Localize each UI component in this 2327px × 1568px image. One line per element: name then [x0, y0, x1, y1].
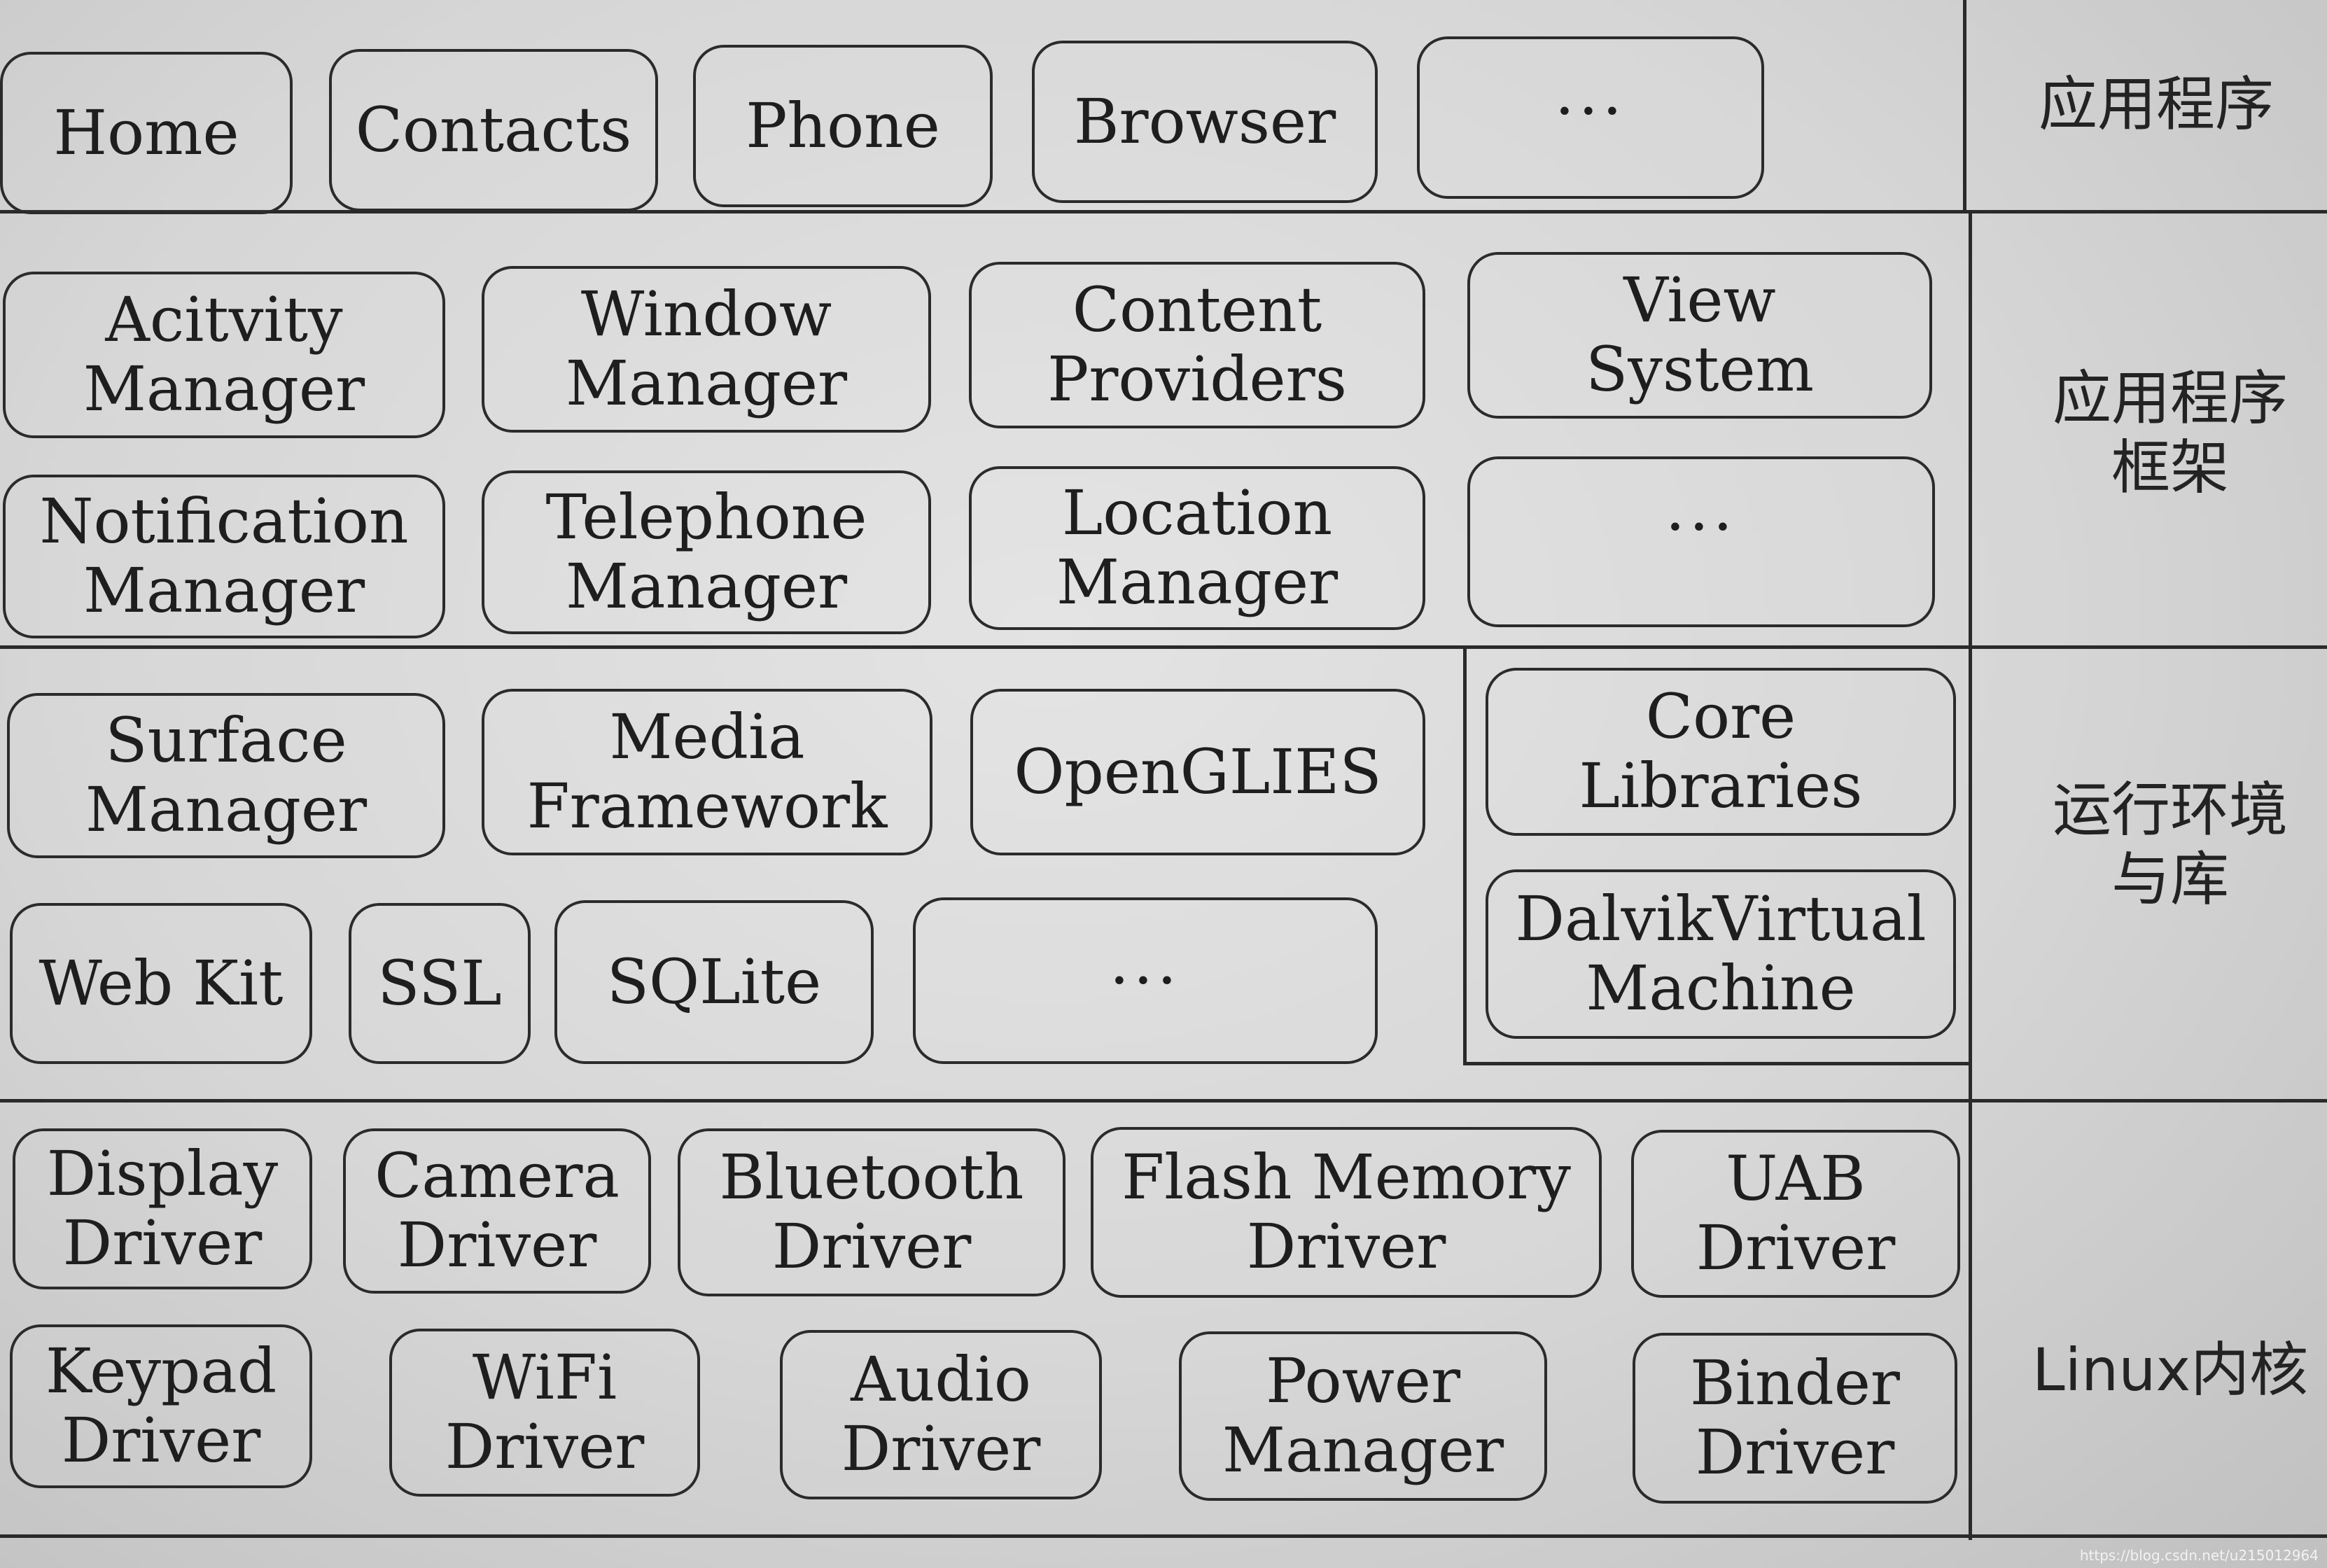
- box-label: Content Providers: [1047, 274, 1347, 415]
- label-column-divider: [1963, 0, 1966, 210]
- lib-box-web-kit: Web Kit: [10, 903, 312, 1064]
- lib-box-sqlite: SQLite: [554, 900, 874, 1064]
- box-label: SQLite: [606, 945, 822, 1018]
- layer-label-kernel: Linux内核: [2032, 1336, 2309, 1404]
- layer-label-applications: 应用程序: [2038, 70, 2274, 139]
- kernel-box-keypad-driver: Keypad Driver: [10, 1324, 312, 1488]
- box-label: View System: [1585, 264, 1815, 405]
- framework-box-notification-manager: Notification Manager: [3, 475, 445, 638]
- watermark-text: https://blog.csdn.net/u215012964: [2079, 1547, 2319, 1564]
- layer-divider: [0, 1534, 2327, 1538]
- app-box-phone: Phone: [693, 45, 993, 207]
- box-label: ···: [1665, 491, 1737, 563]
- box-label: ···: [1555, 75, 1626, 147]
- layer-label-framework: 应用程序 框架: [2052, 364, 2288, 503]
- app-box-home: Home: [0, 52, 293, 214]
- box-label: Contacts: [355, 93, 632, 166]
- box-label: Browser: [1073, 85, 1336, 158]
- kernel-box-bluetooth-driver: Bluetooth Driver: [678, 1128, 1065, 1296]
- box-label: Power Manager: [1222, 1345, 1504, 1486]
- framework-box-more: ···: [1467, 456, 1935, 627]
- kernel-box-uab-driver: UAB Driver: [1631, 1130, 1960, 1298]
- box-label: Window Manager: [565, 278, 848, 419]
- layer-divider: [0, 210, 2327, 214]
- app-box-contacts: Contacts: [329, 49, 658, 211]
- box-label: Location Manager: [1056, 477, 1339, 618]
- lib-box-ssl: SSL: [349, 903, 531, 1064]
- box-label: Notification Manager: [39, 485, 409, 626]
- runtime-box-core-libraries: Core Libraries: [1486, 668, 1956, 836]
- framework-box-activity-manager: Acitvity Manager: [3, 272, 445, 438]
- runtime-group-divider: [1463, 1062, 1972, 1065]
- kernel-box-camera-driver: Camera Driver: [343, 1128, 651, 1294]
- box-label: Home: [53, 96, 239, 169]
- box-label: WiFi Driver: [445, 1341, 645, 1483]
- box-label: DalvikVirtual Machine: [1515, 883, 1927, 1024]
- box-label: OpenGLIES: [1014, 735, 1382, 808]
- framework-box-telephone-manager: Telephone Manager: [482, 470, 931, 634]
- app-box-more: ···: [1417, 36, 1764, 199]
- box-label: Binder Driver: [1690, 1347, 1900, 1488]
- box-label: Camera Driver: [375, 1140, 620, 1281]
- box-label: SSL: [377, 946, 502, 1019]
- lib-box-surface-manager: Surface Manager: [7, 693, 445, 858]
- runtime-group-divider: [1463, 645, 1467, 1065]
- layer-label-runtime: 运行环境 与库: [2052, 776, 2288, 914]
- box-label: Bluetooth Driver: [719, 1141, 1024, 1282]
- kernel-box-audio-driver: Audio Driver: [780, 1330, 1102, 1499]
- box-label: Display Driver: [46, 1138, 279, 1279]
- lib-box-openglies: OpenGLIES: [970, 689, 1425, 855]
- framework-box-content-providers: Content Providers: [969, 262, 1425, 428]
- app-box-browser: Browser: [1032, 41, 1378, 203]
- box-label: Audio Driver: [841, 1343, 1041, 1485]
- framework-box-view-system: View System: [1467, 252, 1932, 419]
- box-label: Telephone Manager: [545, 481, 867, 622]
- lib-box-more: ···: [913, 897, 1378, 1064]
- box-label: Surface Manager: [85, 704, 368, 846]
- box-label: Core Libraries: [1579, 680, 1863, 822]
- kernel-box-display-driver: Display Driver: [13, 1128, 312, 1289]
- framework-box-window-manager: Window Manager: [482, 266, 931, 433]
- kernel-box-binder-driver: Binder Driver: [1633, 1333, 1957, 1504]
- label-column-divider: [1969, 210, 1972, 1540]
- box-label: Web Kit: [39, 946, 284, 1019]
- lib-box-media-framework: Media Framework: [482, 689, 932, 855]
- box-label: ···: [1110, 944, 1181, 1016]
- box-label: Phone: [746, 89, 940, 162]
- box-label: Keypad Driver: [45, 1335, 277, 1476]
- kernel-box-power-manager: Power Manager: [1179, 1331, 1547, 1501]
- framework-box-location-manager: Location Manager: [969, 466, 1425, 630]
- box-label: Flash Memory Driver: [1121, 1141, 1571, 1282]
- layer-divider: [0, 645, 2327, 649]
- layer-divider: [0, 1099, 2327, 1102]
- kernel-box-wifi-driver: WiFi Driver: [389, 1329, 700, 1497]
- box-label: Acitvity Manager: [83, 284, 365, 425]
- runtime-box-dalvik-virtual-machine: DalvikVirtual Machine: [1486, 869, 1956, 1039]
- box-label: UAB Driver: [1696, 1142, 1896, 1284]
- box-label: Media Framework: [526, 701, 888, 842]
- kernel-box-flash-memory-driver: Flash Memory Driver: [1091, 1127, 1602, 1298]
